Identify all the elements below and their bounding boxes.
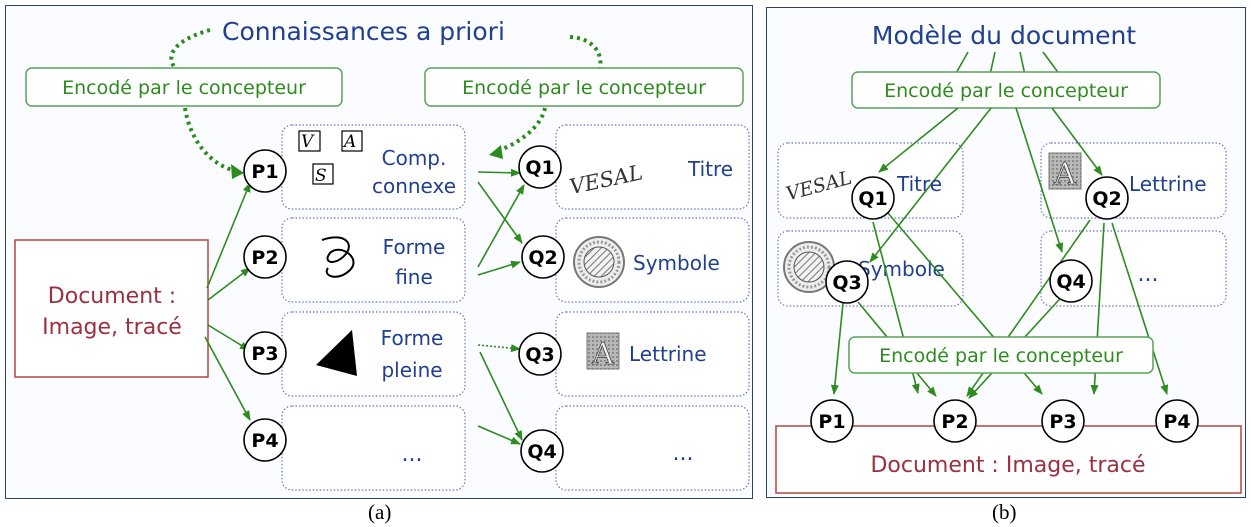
p-node-4: P4 <box>243 418 287 462</box>
object-label-ellipsis-a: ... <box>673 441 694 466</box>
svg-text:Q4: Q4 <box>1056 271 1085 293</box>
p-node-b-2: P2 <box>933 399 977 443</box>
model-to-object-arrows <box>869 107 1103 263</box>
object-label-lettrine: Lettrine <box>629 342 707 366</box>
thin-stroke-icon <box>321 236 355 278</box>
svg-text:A: A <box>591 337 614 372</box>
q-node-b-1: Q1 <box>851 176 895 220</box>
q-node-b-2: Q2 <box>1085 176 1129 220</box>
svg-text:P2: P2 <box>941 411 968 433</box>
svg-text:Q1: Q1 <box>525 157 554 179</box>
filled-shape-icon <box>316 330 357 376</box>
svg-text:Document : Image, tracé: Document : Image, tracé <box>870 453 1145 478</box>
object-label-lettrine-b: Lettrine <box>1129 172 1207 196</box>
primitive-to-object-arrows <box>477 168 525 445</box>
svg-text:Q3: Q3 <box>832 272 861 294</box>
q-node-b-4: Q4 <box>1049 259 1093 303</box>
document-label-a-line1: Document : <box>48 284 176 309</box>
q-node-3: Q3 <box>518 332 562 376</box>
q-node-b-3: Q3 <box>825 260 869 304</box>
ornamental-letter-icon-b: A <box>1048 152 1082 192</box>
primitive-label-1a: Comp. <box>382 146 447 170</box>
svg-text:P1: P1 <box>251 161 278 183</box>
panel-a-title: Connaissances a priori <box>222 17 505 46</box>
svg-text:Q3: Q3 <box>525 344 554 366</box>
p-node-b-4: P4 <box>1155 399 1199 443</box>
primitive-label-1b: connexe <box>372 174 456 198</box>
encoded-box-top: Encodé par le concepteur <box>851 71 1161 109</box>
object-boxes <box>555 124 750 491</box>
svg-text:Q2: Q2 <box>528 247 557 269</box>
svg-text:Encodé par le concepteur: Encodé par le concepteur <box>884 80 1128 102</box>
svg-text:P3: P3 <box>1049 411 1076 433</box>
primitive-label-3a: Forme <box>381 326 444 350</box>
encoded-box-right: Encodé par le concepteur <box>424 67 744 107</box>
q-node-2: Q2 <box>521 235 565 279</box>
svg-text:P3: P3 <box>251 343 278 365</box>
object-label-symbole: Symbole <box>633 251 720 275</box>
hatched-symbol-icon <box>573 236 625 288</box>
prior-knowledge-arrows <box>169 28 603 173</box>
primitive-label-2a: Forme <box>383 235 446 259</box>
connected-component-icon: V A S <box>298 130 363 186</box>
primitive-label-3b: pleine <box>381 358 442 382</box>
svg-text:A: A <box>342 132 356 152</box>
dotted-arrow-p3-q3 <box>477 344 521 353</box>
svg-text:P4: P4 <box>1163 411 1190 433</box>
object-label-titre: Titre <box>687 157 733 181</box>
caption-b: (b) <box>992 500 1017 524</box>
svg-text:Q4: Q4 <box>527 441 556 463</box>
caption-a: (a) <box>368 500 392 524</box>
model-fan-lines <box>954 51 1061 76</box>
svg-text:Encodé par le concepteur: Encodé par le concepteur <box>879 345 1123 367</box>
svg-text:P1: P1 <box>818 411 845 433</box>
encoded-label-left: Encodé par le concepteur <box>62 77 306 99</box>
p-node-b-3: P3 <box>1041 399 1085 443</box>
prior-knowledge-arrowheads <box>231 145 503 179</box>
svg-text:S: S <box>315 166 327 186</box>
p-node-2: P2 <box>243 235 287 279</box>
primitive-label-2b: fine <box>395 265 433 289</box>
document-to-primitive-arrows <box>204 182 251 421</box>
object-label-titre-b: Titre <box>896 172 942 196</box>
p-node-3: P3 <box>243 331 287 375</box>
encoded-label-right: Encodé par le concepteur <box>462 77 706 99</box>
svg-text:A: A <box>1053 157 1076 192</box>
panel-b-title: Modèle du document <box>872 21 1136 50</box>
svg-text:P2: P2 <box>251 247 278 269</box>
document-label-a-line2: Image, tracé <box>42 315 182 340</box>
q-node-1: Q1 <box>518 145 562 189</box>
svg-text:V: V <box>301 132 315 152</box>
object-label-ellipsis-b: ... <box>1138 262 1159 287</box>
primitive-label-4: ... <box>402 442 423 467</box>
document-box-a: Document : Image, tracé <box>14 239 209 378</box>
object-label-symbole-b: Symbole <box>858 257 945 281</box>
p-node-1: P1 <box>243 149 287 193</box>
svg-text:Q2: Q2 <box>1092 188 1121 210</box>
primitive-boxes <box>281 124 466 491</box>
encoded-box-bottom: Encodé par le concepteur <box>848 336 1154 374</box>
q-node-4: Q4 <box>520 429 564 473</box>
ornamental-letter-icon: A <box>586 332 620 372</box>
encoded-box-left: Encodé par le concepteur <box>25 67 343 107</box>
p-node-b-1: P1 <box>810 399 854 443</box>
svg-text:P4: P4 <box>251 430 278 452</box>
svg-text:Q1: Q1 <box>858 188 887 210</box>
